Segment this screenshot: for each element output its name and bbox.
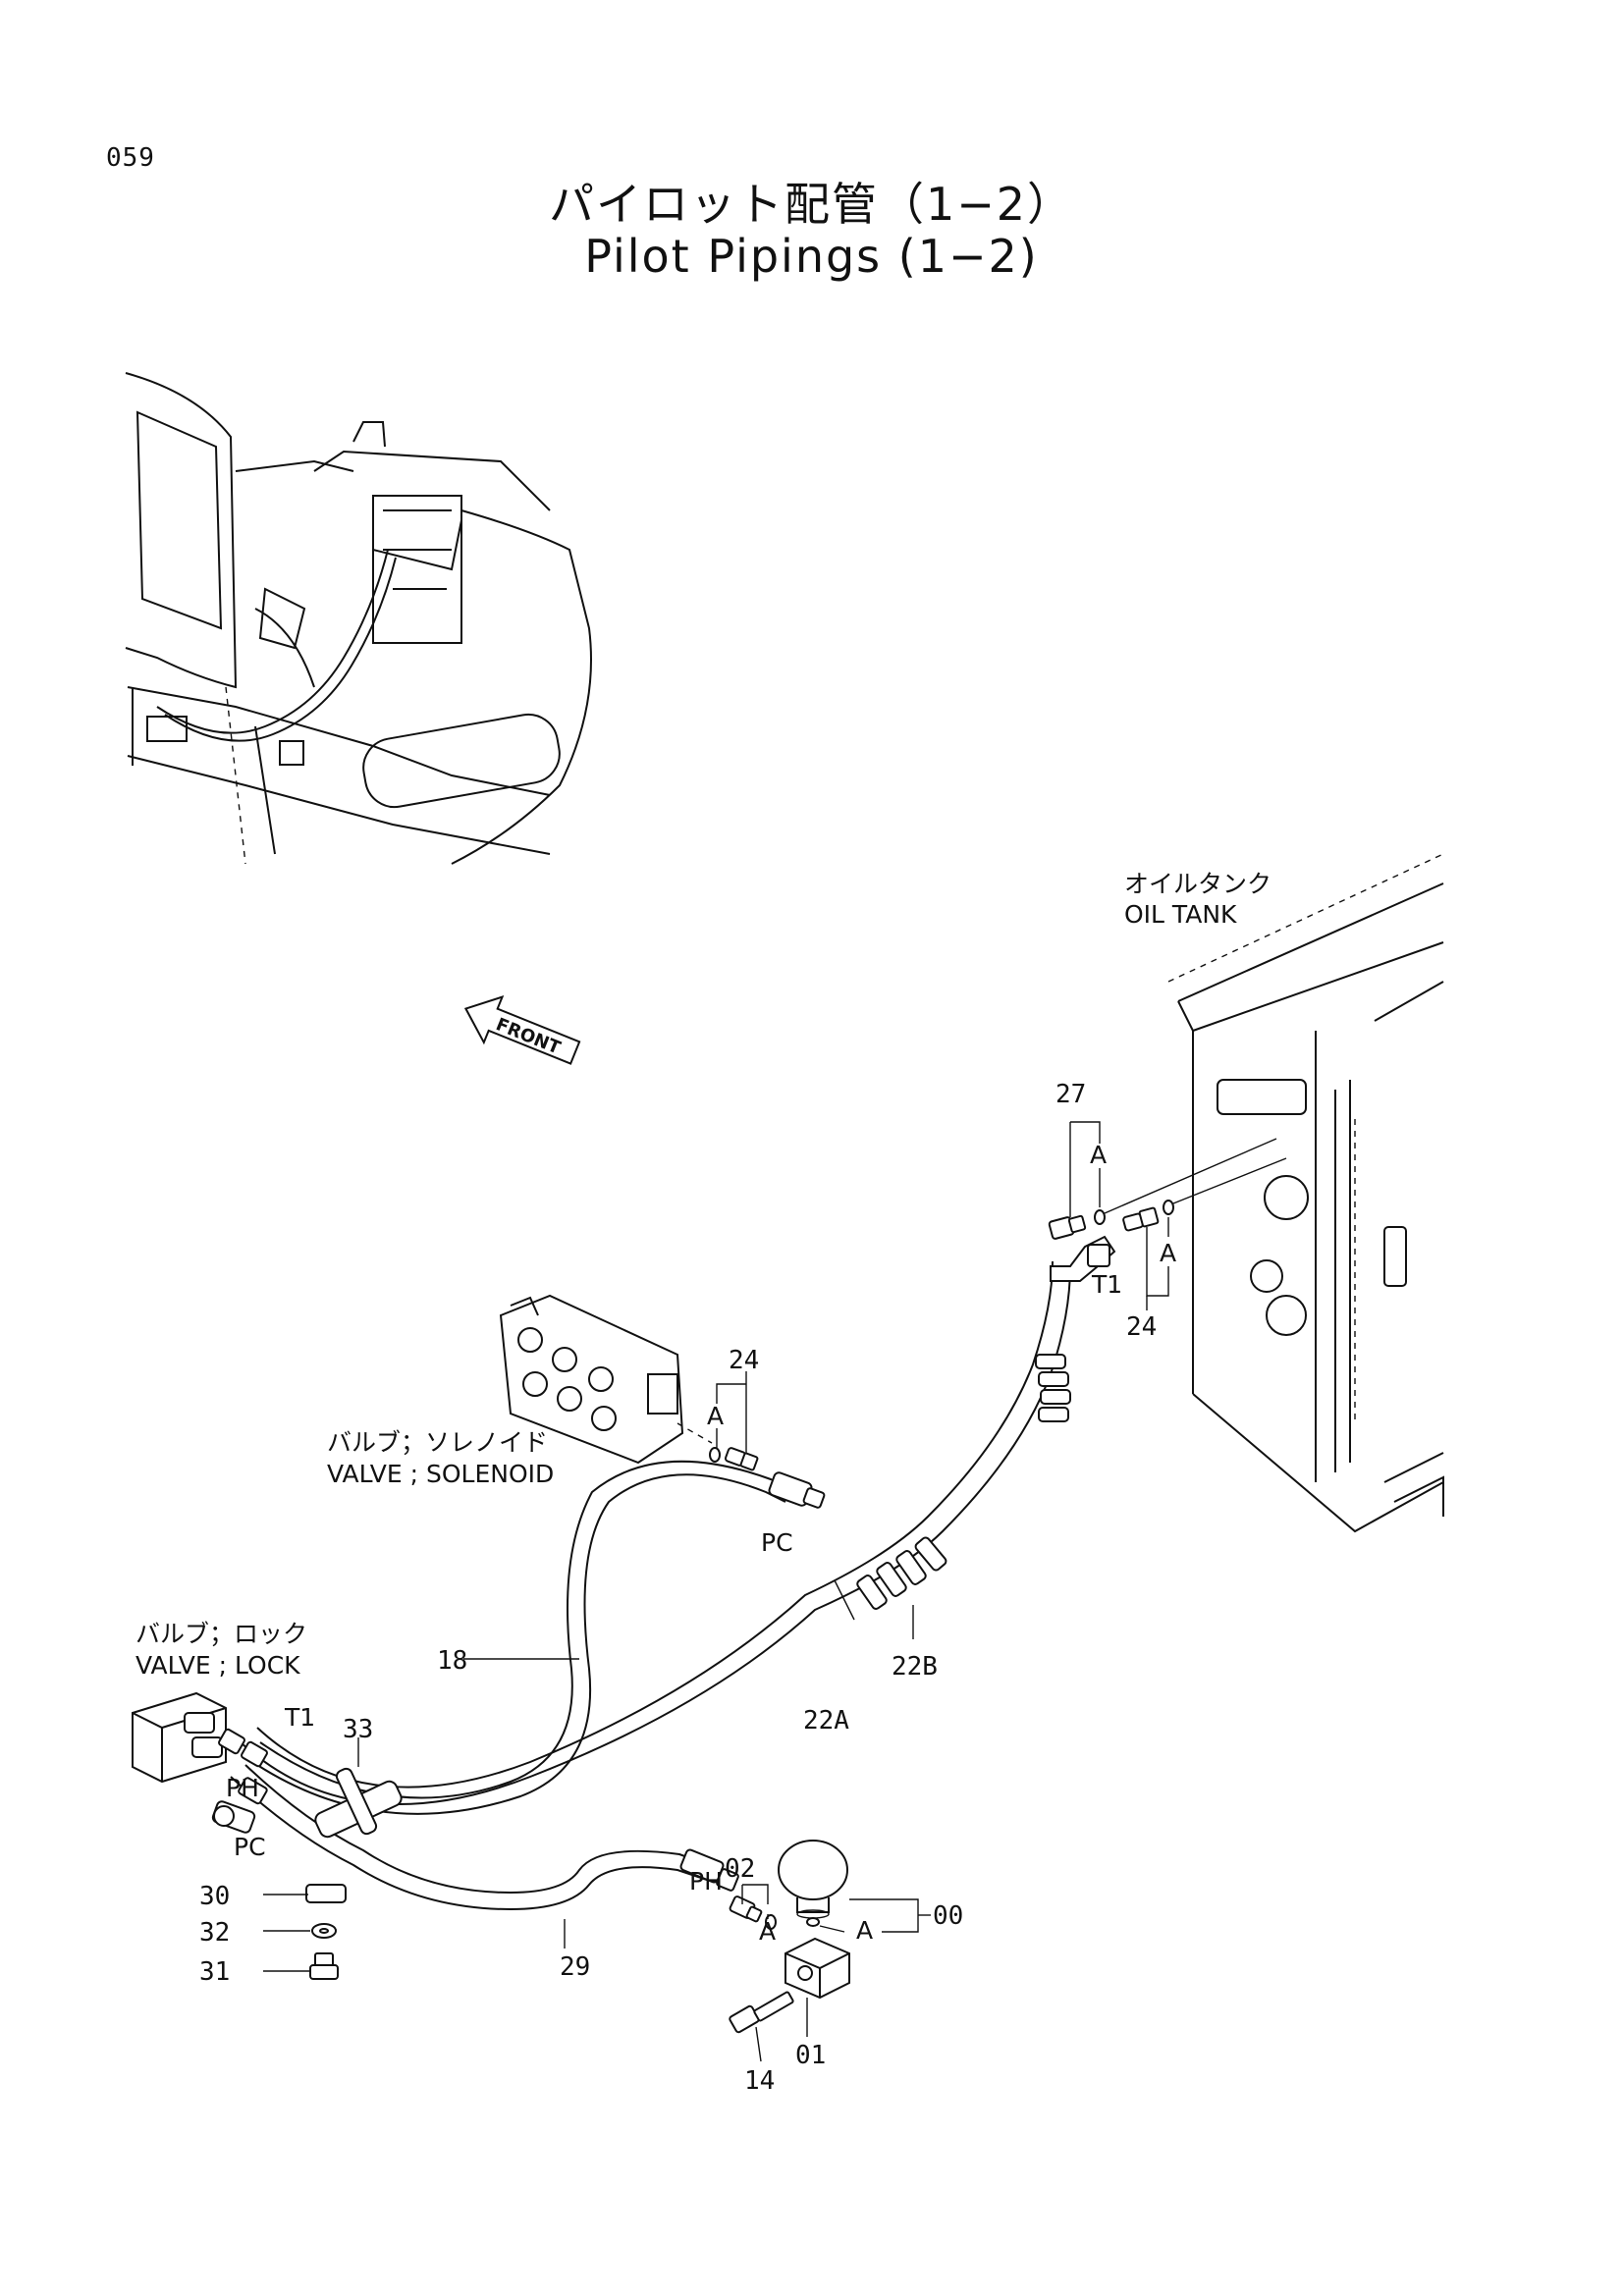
- hose-clamp: [305, 1767, 403, 1903]
- part-number-00: 00: [933, 1901, 963, 1931]
- tank-adapter-24: [1122, 1200, 1174, 1232]
- front-arrow: FRONT: [463, 994, 581, 1065]
- hose-22b-sleeve: [856, 1354, 1071, 1610]
- part-number-32: 32: [199, 1918, 230, 1948]
- solenoid-valve: バルブ；ソレノイド VALVE ; SOLENOID: [327, 1294, 713, 1488]
- hose-29-outer: [230, 1776, 708, 1911]
- lock-valve-label-en: VALVE ; LOCK: [135, 1651, 300, 1680]
- page-title-japanese: パイロット配管（1−2）: [548, 178, 1075, 231]
- hose-22a-inner: [256, 1260, 1054, 1789]
- detail-marker-a-24-tank: A: [1160, 1239, 1176, 1267]
- solenoid-label-en: VALVE ; SOLENOID: [327, 1460, 554, 1488]
- tank-elbow-fitting: [1050, 1235, 1116, 1282]
- part-number-02: 02: [725, 1854, 755, 1884]
- bolt-31: [309, 1952, 339, 1980]
- part-number-01: 01: [795, 2041, 826, 2070]
- port-label-ph-lock: PH: [226, 1774, 259, 1802]
- hose-29-ph-fitting: [679, 1848, 739, 1892]
- part-number-27: 27: [1055, 1080, 1086, 1109]
- detail-marker-a-02: A: [759, 1917, 776, 1946]
- lock-valve-label-jp: バルブ；ロック: [135, 1620, 307, 1648]
- solenoid-adapter-24: [709, 1447, 759, 1471]
- hose-18-inner: [259, 1460, 791, 1799]
- part-number-24-tank: 24: [1126, 1312, 1157, 1342]
- part-number-33: 33: [343, 1715, 373, 1744]
- tank-adapter-27: [1048, 1209, 1106, 1240]
- detail-marker-a-00: A: [856, 1916, 873, 1945]
- lock-valve-fittings: [184, 1712, 268, 1834]
- accumulator-00: [778, 1840, 848, 1919]
- solenoid-pc-fitting: [768, 1471, 826, 1509]
- port-label-t1-tank: T1: [1091, 1270, 1122, 1299]
- tank-port-guide: [1104, 1138, 1287, 1214]
- o-ring-00: [806, 1917, 820, 1927]
- port-label-pc-lock: PC: [234, 1833, 266, 1861]
- detail-marker-a-27: A: [1090, 1141, 1107, 1169]
- lock-valve: バルブ；ロック VALVE ; LOCK: [132, 1620, 307, 1784]
- part-number-22a: 22A: [803, 1706, 849, 1735]
- washer-32: [311, 1923, 337, 1939]
- hose-18-outer: [244, 1473, 786, 1815]
- oil-tank: オイルタンク OIL TANK: [1124, 853, 1444, 1533]
- part-number-18: 18: [437, 1646, 467, 1676]
- port-label-pc-solenoid: PC: [761, 1528, 793, 1557]
- oil-tank-label-jp: オイルタンク: [1124, 870, 1271, 898]
- part-number-29: 29: [560, 1952, 590, 1982]
- block-01: [784, 1937, 850, 2000]
- part-number-22b: 22B: [892, 1652, 938, 1682]
- port-label-ph-hose: PH: [689, 1867, 723, 1896]
- part-number-31: 31: [199, 1957, 230, 1987]
- part-number-24-solenoid: 24: [729, 1346, 759, 1375]
- solenoid-label-jp: バルブ；ソレノイド: [327, 1428, 548, 1457]
- oil-tank-label-en: OIL TANK: [1124, 900, 1237, 929]
- page-title-english: Pilot Pipings (1−2): [584, 230, 1039, 283]
- page-number: 059: [106, 143, 155, 173]
- bolt-14: [729, 1991, 794, 2034]
- callout-leaders: [263, 1121, 1169, 2062]
- hose-29-inner: [244, 1764, 710, 1895]
- port-label-t1-lock: T1: [284, 1703, 315, 1732]
- part-number-14: 14: [744, 2066, 775, 2096]
- machine-overview-sketch: [125, 372, 592, 865]
- part-number-30: 30: [199, 1882, 230, 1911]
- detail-marker-a-24-solenoid: A: [707, 1402, 724, 1430]
